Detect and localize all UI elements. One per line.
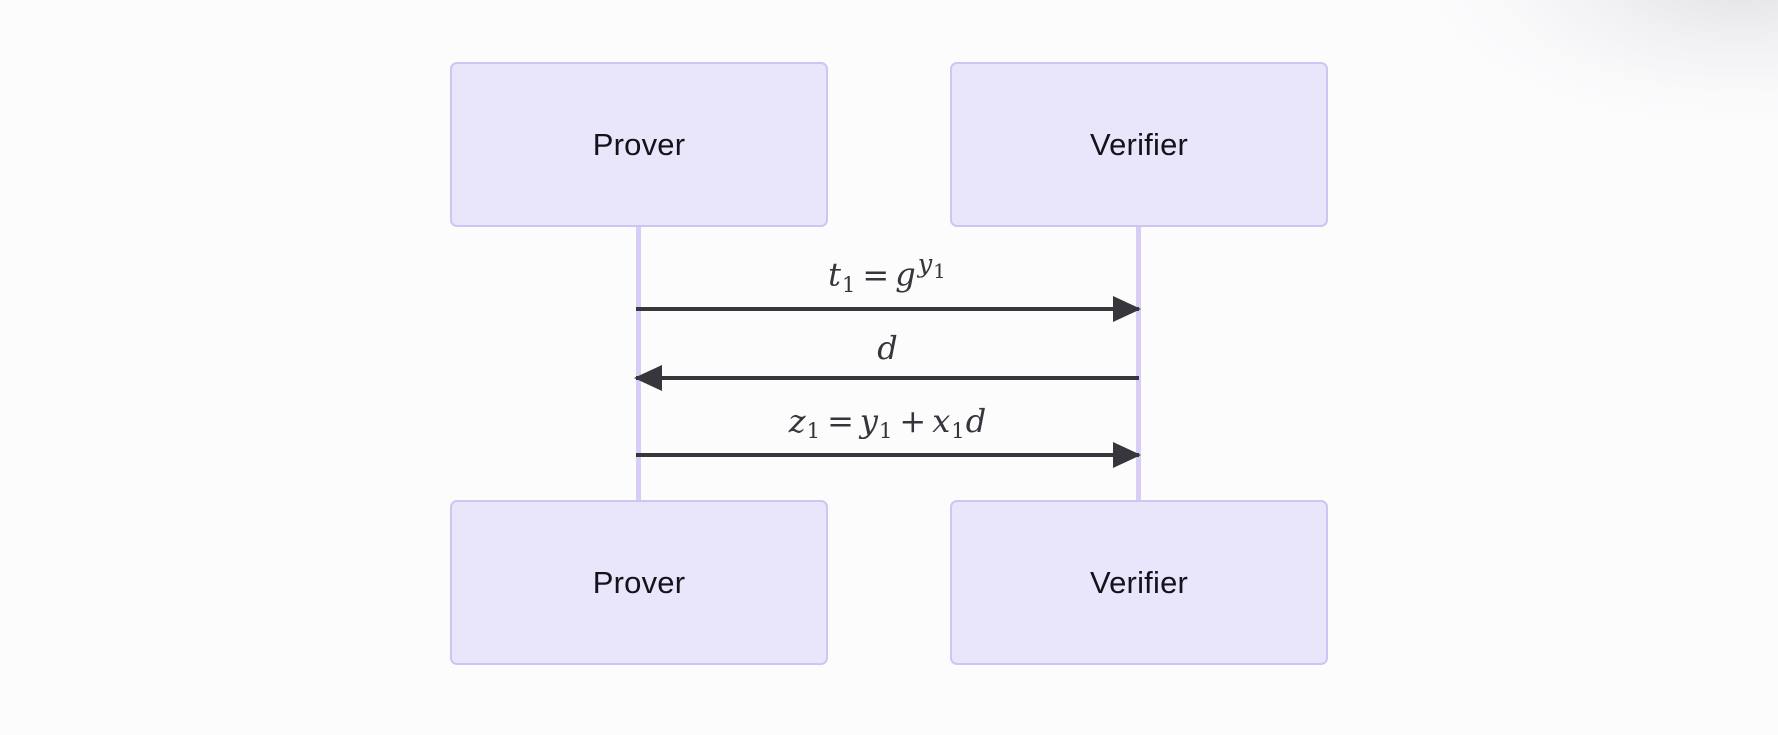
actor-box-verifier-top[interactable]: Verifier <box>950 62 1328 227</box>
message-2-arrowhead-left-icon <box>634 365 662 391</box>
message-1-rhs-exponent: y1 <box>916 249 947 280</box>
lifeline-prover <box>636 227 641 500</box>
message-3-label: z1=y1+x1d <box>636 405 1139 441</box>
actor-label-verifier-top: Verifier <box>1089 127 1189 162</box>
actor-box-verifier-bottom[interactable]: Verifier <box>950 500 1328 665</box>
message-2-lhs-var: d <box>877 329 898 367</box>
message-1-label: t1=gy1 <box>636 249 1139 297</box>
message-3-term1-sub: 1 <box>878 417 893 443</box>
message-1-arrowhead-right-icon <box>1113 296 1141 322</box>
message-1-line <box>636 307 1139 311</box>
message-3-line <box>636 453 1139 457</box>
message-3-lhs-sub: 1 <box>806 417 821 443</box>
message-1-rhs-base: g <box>895 255 916 294</box>
message-3-term1-var: y <box>859 401 878 440</box>
actor-box-prover-top[interactable]: Prover <box>450 62 828 227</box>
message-1-rhs-exp-var: y <box>917 249 933 280</box>
message-1-lhs-sub: 1 <box>841 271 856 297</box>
message-2-line <box>636 376 1139 380</box>
message-3-arrowhead-right-icon <box>1113 442 1141 468</box>
actor-label-verifier-bottom: Verifier <box>1089 565 1189 600</box>
message-3-operator: = <box>827 401 854 440</box>
message-3-term2-var: x <box>932 401 951 440</box>
actor-label-prover-bottom: Prover <box>592 565 686 600</box>
message-2-label: d <box>636 332 1139 364</box>
message-3-term2-sub: 1 <box>951 417 965 443</box>
message-3-term3-var: d <box>965 401 987 440</box>
lifeline-verifier <box>1136 227 1141 500</box>
message-1-rhs-exp-sub: 1 <box>933 258 946 283</box>
actor-label-prover-top: Prover <box>592 127 686 162</box>
actor-box-prover-bottom[interactable]: Prover <box>450 500 828 665</box>
message-3-plus: + <box>899 401 927 440</box>
message-1-lhs-var: t <box>828 255 841 294</box>
message-3-lhs-var: z <box>788 401 806 440</box>
message-1-operator: = <box>862 255 890 294</box>
